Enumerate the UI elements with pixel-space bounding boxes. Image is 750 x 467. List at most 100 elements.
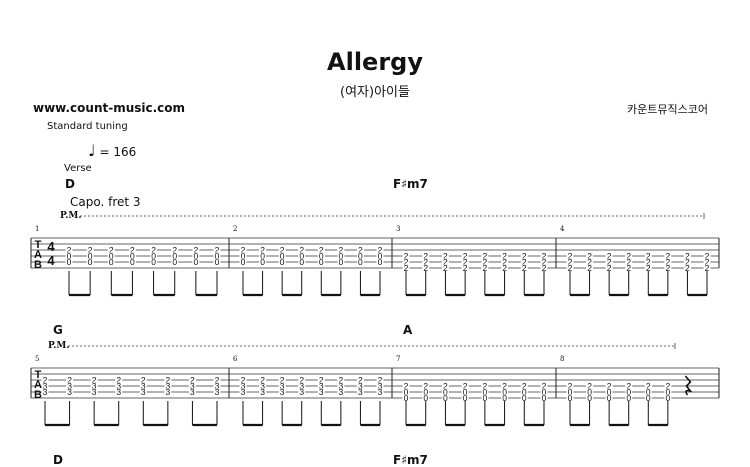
fret-bg [128,258,136,266]
fret-number: 3 [358,387,363,397]
quarter-rest-icon [684,375,693,396]
fret-number: 2 [67,375,72,385]
fret-number: 0 [241,251,246,261]
fret-bg [501,394,509,402]
fret-bg [461,264,469,272]
fret-bg [213,376,221,384]
fret-bg [566,258,574,266]
fret-bg [298,252,306,260]
fret-bg [376,376,384,384]
fret-number: 0 [646,393,651,403]
fret-number: 2 [626,263,631,273]
fret-bg [605,258,613,266]
fret-number: 2 [685,263,690,273]
fret-bg [664,258,672,266]
fret-bg [337,246,345,254]
measure-number: 7 [396,355,400,363]
fret-bg [298,388,306,396]
fret-bg [298,258,306,266]
fret-bg [422,388,430,396]
fret-number: 2 [423,257,428,267]
fret-number: 0 [358,257,363,267]
fret-bg [86,258,94,266]
fret-number: 2 [482,381,487,391]
tab-clef-letter: B [34,259,42,271]
fret-bg [107,246,115,254]
fret-bg [278,382,286,390]
fret-bg [402,394,410,402]
fret-bg [664,382,672,390]
fret-bg [566,264,574,272]
fret-number: 2 [404,257,409,267]
fret-number: 2 [338,245,343,255]
fret-bg [644,388,652,396]
fret-number: 2 [463,257,468,267]
fret-bg [259,382,267,390]
fret-number: 2 [241,245,246,255]
fret-bg [481,394,489,402]
fret-number: 0 [358,251,363,261]
fret-number: 2 [260,375,265,385]
fret-number: 0 [443,393,448,403]
fret-bg [501,258,509,266]
fret-number: 3 [241,381,246,391]
fret-number: 2 [482,263,487,273]
fret-bg [441,394,449,402]
fret-bg [540,252,548,260]
fret-number: 3 [378,387,383,397]
fret-bg [441,264,449,272]
fret-number: 3 [260,381,265,391]
fret-number: 2 [193,245,198,255]
fret-number: 0 [404,393,409,403]
fret-number: 0 [299,257,304,267]
fret-bg [259,258,267,266]
fret-number: 3 [43,381,48,391]
fret-number: 0 [482,393,487,403]
fret-number: 2 [358,375,363,385]
measure-number: 5 [35,355,39,363]
fret-number: 0 [443,387,448,397]
fret-number: 2 [299,375,304,385]
fret-bg [90,388,98,396]
fret-bg [540,394,548,402]
tab-clef-letter: A [34,379,42,391]
fret-bg [90,376,98,384]
fret-number: 0 [646,387,651,397]
fret-number: 3 [319,387,324,397]
fret-bg [65,246,73,254]
fret-number: 0 [241,257,246,267]
fret-bg [259,252,267,260]
fret-bg [644,252,652,260]
fret-number: 0 [665,387,670,397]
tempo-marking: ♩= 166 [88,141,136,160]
fret-bg [356,252,364,260]
fret-bg [501,388,509,396]
fret-number: 0 [67,251,72,261]
chord-root: D [53,453,63,467]
fret-number: 2 [319,245,324,255]
tab-clef-letter: T [35,369,42,381]
chord-root: D [65,177,75,191]
fret-bg [107,252,115,260]
fret-bg [605,382,613,390]
fret-bg [461,382,469,390]
fret-bg [644,382,652,390]
fret-number: 0 [109,251,114,261]
fret-number: 2 [587,251,592,261]
fret-bg [441,258,449,266]
fret-number: 0 [665,393,670,403]
fret-bg [171,252,179,260]
fret-bg [356,388,364,396]
fret-bg [317,382,325,390]
fret-bg [239,252,247,260]
fret-bg [66,376,74,384]
fret-bg [461,258,469,266]
sharp-sign: ♯ [401,453,408,467]
fret-number: 2 [423,251,428,261]
fret-bg [90,382,98,390]
fret-bg [376,258,384,266]
fret-bg [520,252,528,260]
fret-number: 2 [172,245,177,255]
fret-number: 2 [165,375,170,385]
